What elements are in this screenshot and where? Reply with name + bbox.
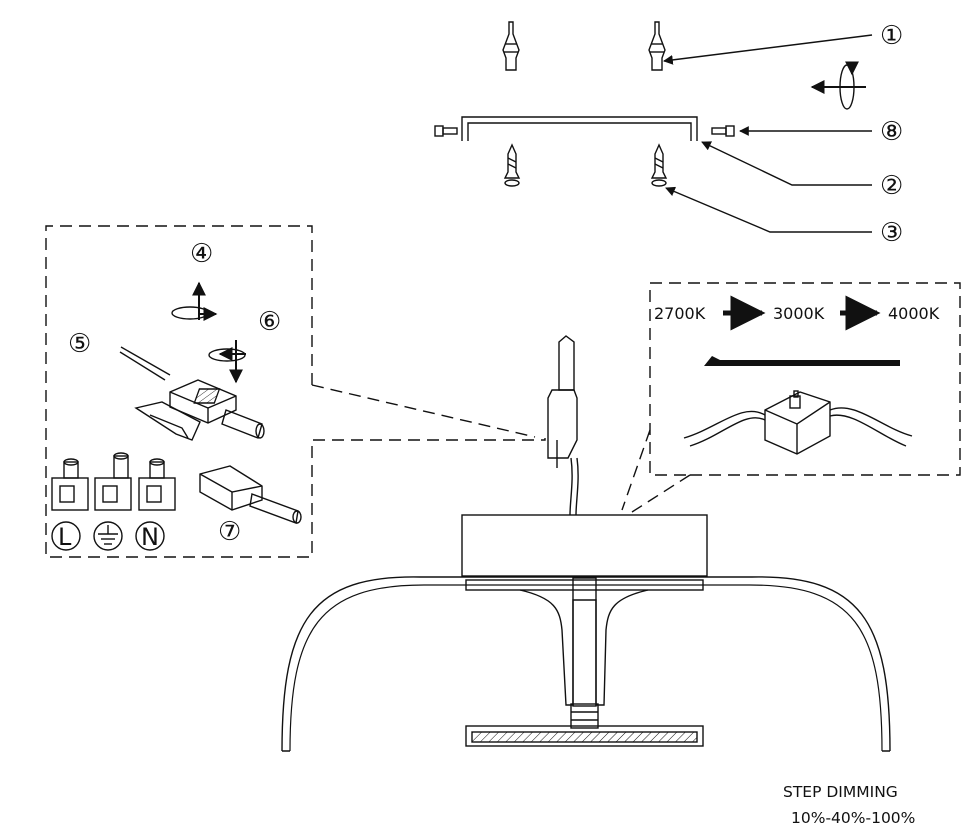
wood-screw-left: [503, 143, 521, 187]
terminal-block: [51, 452, 176, 511]
wall-anchor-left: [502, 21, 520, 71]
terminal-label-l: L: [51, 521, 81, 551]
callout-6: ⑥: [258, 307, 281, 337]
leader-1: [663, 34, 873, 65]
wiring-detail-pointer: [311, 384, 536, 438]
cct-slider-indicator: [704, 356, 900, 366]
rotate-up-icon: [171, 281, 218, 321]
wood-screw-right: [650, 143, 668, 187]
leader-2: [701, 141, 872, 186]
cct-detail-pointer-a: [621, 429, 651, 511]
led-plate: [465, 725, 704, 747]
leader-3: [665, 186, 872, 233]
ground-icon: [93, 521, 123, 551]
cct-step-2700k: 2700K: [654, 304, 706, 323]
lamp-shade: [281, 576, 891, 752]
step-dimming-levels: 10%-40%-100%: [791, 809, 915, 827]
wiring-detail-frame: [45, 225, 546, 558]
wall-anchor-right: [648, 21, 666, 71]
callout-8: ⑧: [880, 117, 903, 147]
callout-7: ⑦: [218, 517, 241, 547]
cct-detail-pointer-b: [631, 474, 691, 513]
connector-clip: [134, 401, 201, 441]
side-screw-left: [434, 125, 458, 137]
cct-detail-frame: [649, 282, 961, 476]
terminal-connector: [169, 379, 265, 439]
rotate-down-icon: [208, 340, 246, 384]
callout-5: ⑤: [68, 329, 91, 359]
step-dimming-title: STEP DIMMING: [783, 783, 898, 801]
lamp-stem: [519, 577, 649, 729]
cct-step-3000k: 3000K: [773, 304, 825, 323]
callout-2: ②: [880, 171, 903, 201]
mounting-bracket: [461, 116, 698, 141]
callout-3: ③: [880, 218, 903, 248]
cable-wires: [119, 346, 171, 381]
canopy: [461, 514, 708, 577]
callout-1: ①: [880, 21, 903, 51]
svg-text:N: N: [141, 523, 159, 551]
driver-switch-box: [683, 390, 913, 455]
side-screw-right: [711, 125, 735, 137]
rotation-arrow: [810, 61, 866, 110]
callout-4: ④: [190, 239, 213, 269]
svg-text:L: L: [58, 523, 72, 551]
cct-step-4000k: 4000K: [888, 304, 940, 323]
cable-sleeve: [199, 465, 302, 524]
wire-connector-center: [547, 335, 579, 516]
terminal-label-n: N: [135, 521, 165, 551]
